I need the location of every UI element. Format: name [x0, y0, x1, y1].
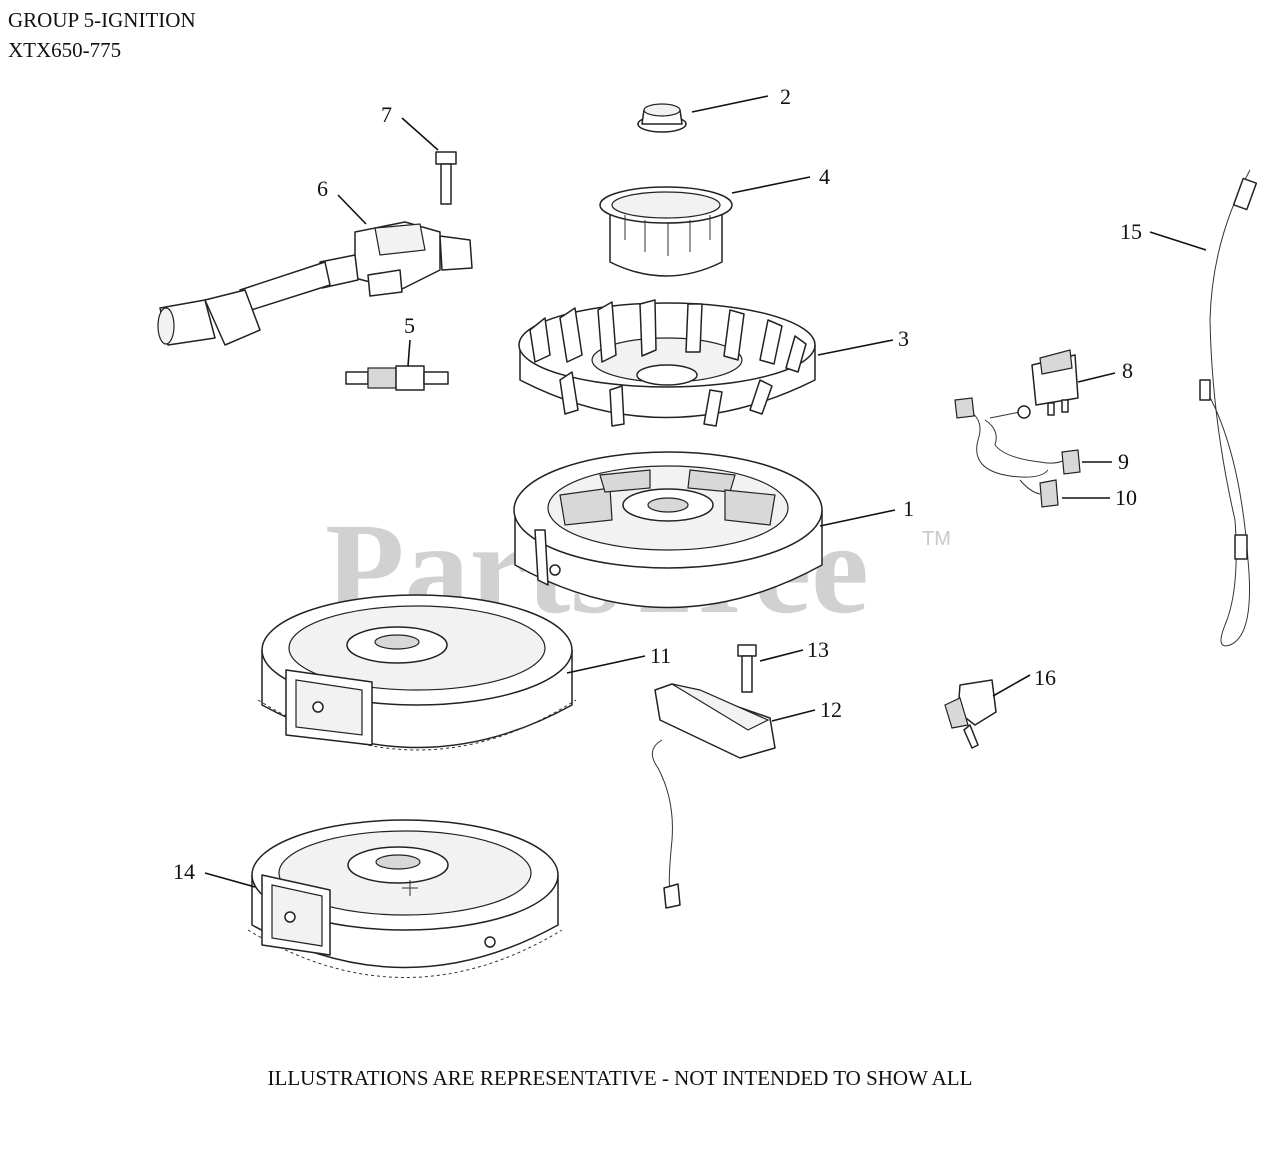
- leader-lines: [204, 95, 1207, 888]
- callout-6[interactable]: 6: [317, 176, 328, 201]
- disclaimer: ILLUSTRATIONS ARE REPRESENTATIVE - NOT I…: [267, 1066, 973, 1090]
- callout-4[interactable]: 4: [819, 164, 830, 189]
- callout-2[interactable]: 2: [780, 84, 791, 109]
- part-1-flywheel[interactable]: [513, 451, 823, 609]
- callout-13[interactable]: 13: [807, 637, 829, 662]
- leader-13: [759, 649, 804, 662]
- part-5-spark-plug[interactable]: [345, 365, 449, 391]
- callout-8[interactable]: 8: [1122, 358, 1133, 383]
- part-3-fan[interactable]: [518, 299, 816, 427]
- callout-9[interactable]: 9: [1118, 449, 1129, 474]
- leader-8: [1077, 372, 1116, 383]
- part-2-flange-nut[interactable]: [637, 103, 687, 133]
- part-9-10-wire-harness[interactable]: [954, 397, 1081, 508]
- callout-7[interactable]: 7: [381, 102, 392, 127]
- model-range: XTX650-775: [8, 38, 122, 62]
- part-8-switch[interactable]: [1031, 349, 1079, 416]
- leader-15: [1149, 231, 1207, 251]
- leader-12: [771, 709, 816, 722]
- part-6-ignition-coil[interactable]: [157, 221, 473, 346]
- callout-12[interactable]: 12: [820, 697, 842, 722]
- leader-14: [204, 872, 256, 888]
- callout-14[interactable]: 14: [173, 859, 195, 884]
- leader-6: [337, 194, 367, 225]
- part-16-clip[interactable]: [944, 679, 997, 749]
- leader-11: [566, 655, 646, 674]
- leader-3: [817, 339, 894, 356]
- callout-11[interactable]: 11: [650, 643, 671, 668]
- part-14-ring-gear-flywheel[interactable]: [247, 819, 563, 978]
- leader-4: [731, 176, 811, 194]
- callout-3[interactable]: 3: [898, 326, 909, 351]
- callout-1[interactable]: 1: [903, 496, 914, 521]
- watermark-trademark: TM: [922, 528, 951, 550]
- part-12-ignition-module[interactable]: [651, 683, 776, 909]
- leader-16: [992, 674, 1031, 697]
- callout-15[interactable]: 15: [1120, 219, 1142, 244]
- part-7-bolt[interactable]: [435, 151, 457, 205]
- callout-numbers: 1 2 3 4 5 6 7 8 9 10 11 12 13 14 15 16: [173, 84, 1142, 884]
- part-13-bolt[interactable]: [737, 644, 757, 693]
- callout-5[interactable]: 5: [404, 313, 415, 338]
- part-4-cup[interactable]: [599, 186, 733, 277]
- callout-10[interactable]: 10: [1115, 485, 1137, 510]
- leader-5: [407, 339, 411, 367]
- leader-1: [819, 509, 896, 527]
- callout-16[interactable]: 16: [1034, 665, 1056, 690]
- leader-2: [691, 95, 769, 113]
- leader-7: [401, 117, 439, 151]
- part-15-lead-wire[interactable]: [1199, 169, 1258, 647]
- part-11-ring-gear-flywheel[interactable]: [257, 594, 577, 751]
- group-title: GROUP 5-IGNITION: [8, 8, 196, 32]
